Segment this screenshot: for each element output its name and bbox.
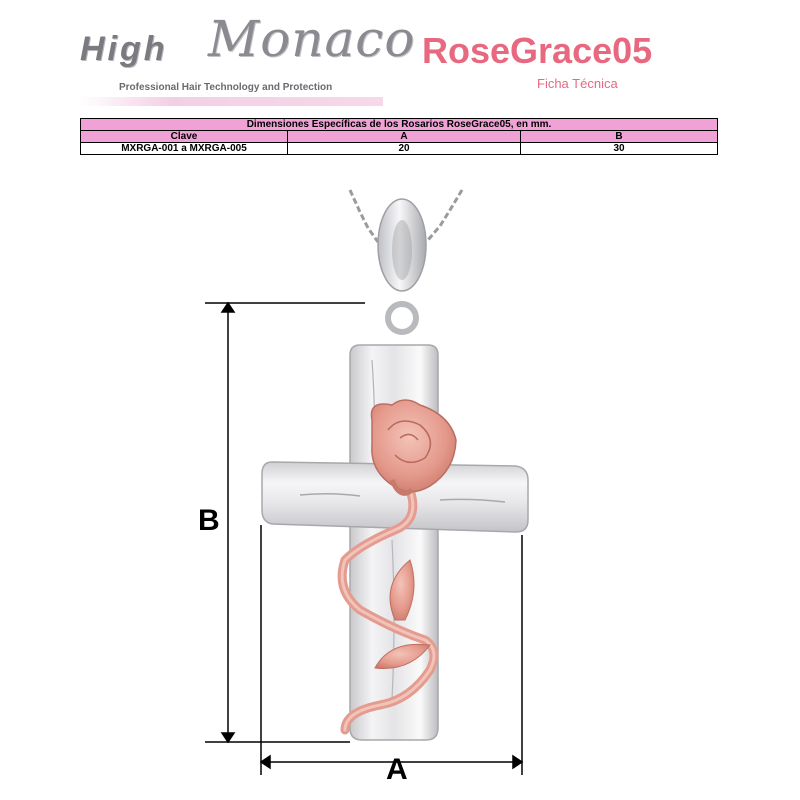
rose-ornament: [337, 399, 457, 735]
cell-a: 20: [287, 142, 521, 155]
header-clave: Clave: [80, 130, 288, 143]
table-row: MXRGA-001 a MXRGA-005 20 30: [80, 142, 718, 155]
cell-clave: MXRGA-001 a MXRGA-005: [80, 142, 288, 155]
dimension-b-label: B: [198, 504, 220, 537]
logo-underline-bar: [80, 97, 383, 106]
dimension-b: [205, 301, 365, 744]
dimension-a-label: A: [386, 753, 408, 786]
cell-b: 30: [520, 142, 718, 155]
logo-monaco-text: Monaco: [208, 10, 416, 68]
pendant-bail: [377, 198, 427, 335]
dimension-a: [259, 525, 524, 775]
brand-subtitle: Ficha Técnica: [537, 76, 618, 91]
chain: [348, 189, 464, 243]
logo-tagline: Professional Hair Technology and Protect…: [119, 82, 333, 93]
header-a: A: [287, 130, 521, 143]
brand-title: RoseGrace05: [422, 30, 653, 71]
logo-high-text: High: [80, 30, 168, 68]
spec-table: Dimensiones Específicas de los Rosarios …: [80, 118, 718, 155]
